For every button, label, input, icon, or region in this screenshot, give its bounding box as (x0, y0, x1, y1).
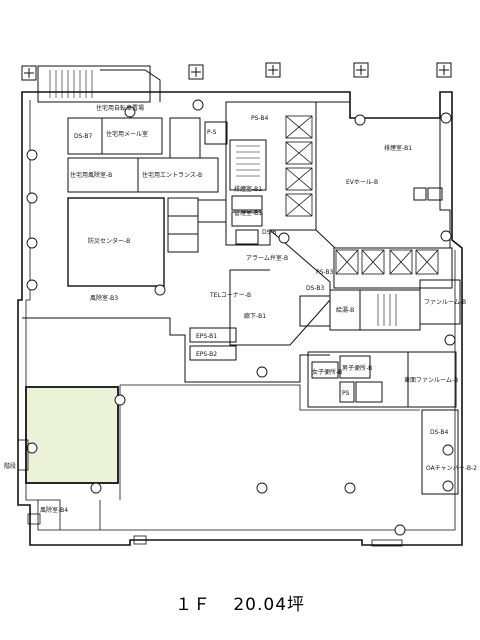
label-fan-room-2: 東面ファンルーム-B (404, 376, 458, 384)
column-marker (442, 444, 454, 456)
floor-label: １Ｆ (174, 595, 211, 615)
label-disaster-center: 防災センター-B (88, 237, 130, 245)
column-marker (26, 279, 38, 291)
label-ps: PS (342, 390, 350, 397)
column-marker (278, 232, 290, 244)
column-marker (26, 149, 38, 161)
label-eps-b2: EPS-B2 (196, 351, 217, 358)
label-ds-b7: DS-B7 (74, 133, 92, 140)
vent-symbol (265, 62, 281, 78)
core-block (225, 101, 317, 246)
column-marker (124, 106, 136, 118)
room-oa-chamber (421, 409, 459, 495)
column-marker (90, 482, 102, 494)
label-p-s: P-S (207, 129, 217, 136)
column-marker (440, 230, 452, 242)
label-res-mail: 住宅用メール室 (106, 130, 148, 138)
column-marker (26, 192, 38, 204)
label-women-wc: 女子便所-B (312, 368, 342, 376)
column-marker (394, 524, 406, 536)
vent-symbol (436, 62, 452, 78)
washrooms (307, 351, 409, 408)
room-p-s (204, 121, 228, 145)
room-fan (419, 279, 461, 325)
plan-caption: １Ｆ 20.04坪 (0, 590, 480, 615)
floor-plan-drawing: 住宅用自転車置場 DS-B7 住宅用メール室 PS-B4 P-S 排煙室-B1 … (4, 62, 477, 547)
column-marker (114, 394, 126, 406)
label-ev-hall: EVホール-B (346, 179, 378, 186)
room-disaster-center (67, 197, 165, 287)
label-ps-b4: PS-B4 (251, 115, 268, 122)
column-marker (444, 334, 456, 346)
label-eps-b1: EPS-B1 (196, 333, 217, 340)
leased-area-highlight (25, 386, 119, 484)
label-corridor: 廊下-B1 (244, 312, 266, 320)
area-label: 20.04坪 (233, 595, 306, 615)
label-exhaust-b2: 排煙室-B1 (384, 144, 412, 152)
room-res-entrance (137, 157, 219, 193)
label-ds-b3: DS-B3 (306, 285, 324, 292)
label-exhaust-b1: 排煙室-B1 (234, 185, 262, 193)
label-res-entrance: 住宅用エントランス-B (142, 171, 202, 179)
column-marker (442, 480, 454, 492)
inner-outline (25, 100, 456, 531)
column-marker (256, 366, 268, 378)
vent-symbol (188, 64, 204, 80)
label-res-bicycle: 住宅用自転車置場 (96, 104, 144, 112)
room-ps (169, 117, 201, 159)
label-oa-chamber: OAチャンバー-B-2 (426, 465, 477, 472)
room-mail (101, 117, 163, 155)
label-stairs: 階段 (4, 462, 16, 470)
column-marker (256, 482, 268, 494)
label-ws-b: 給湯-B (336, 306, 354, 314)
column-marker (344, 482, 356, 494)
column-marker (192, 99, 204, 111)
label-ps-b3: PS-B3 (316, 269, 333, 276)
label-men-wc: 男子便所-B (342, 364, 372, 372)
label-mgmt: 管理室-B1 (234, 209, 262, 217)
vent-symbol (21, 65, 37, 81)
label-alarm: アラーム弁室-B (246, 254, 288, 262)
label-wind-b3: 風除室-B3 (90, 294, 118, 302)
column-marker (26, 442, 38, 454)
ev-hall-area (315, 101, 451, 249)
diagonal-corridor (229, 229, 331, 346)
label-exit-b1: 風除室-B4 (40, 506, 68, 514)
label-res-exhaust: 住宅用風除室-B (70, 171, 112, 179)
column-marker (26, 237, 38, 249)
vent-symbol (353, 62, 369, 78)
bicycle-parking (37, 65, 151, 103)
column-marker (440, 112, 452, 124)
column-marker (154, 284, 166, 296)
column-marker (354, 114, 366, 126)
label-fan-room: ファンルーム-B (424, 299, 466, 306)
label-tel-corner: TELコーナー-B (209, 292, 251, 299)
label-ds-b4: DS-B4 (430, 429, 448, 436)
label-ds-b: DS-B (262, 229, 277, 236)
